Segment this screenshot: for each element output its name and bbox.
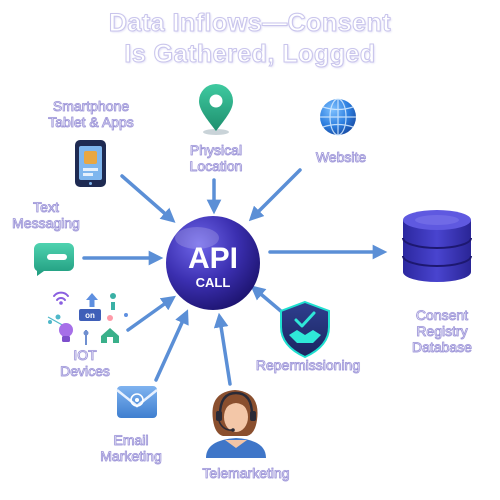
label-telemarketing: Telemarketing <box>202 465 290 482</box>
label-consent-registry-database: Consent Registry Database <box>412 307 473 356</box>
label-smartphone: Smartphone Tablet & Apps <box>48 98 134 131</box>
globe-icon <box>320 98 356 136</box>
title-line-2: Is Gathered, Logged <box>124 40 376 69</box>
arrow-reperm-to-api <box>250 285 284 314</box>
label-iot-devices: IOT Devices <box>60 347 111 380</box>
label-text-messaging: Text Messaging <box>12 199 81 232</box>
headset-agent-icon <box>206 390 266 458</box>
arrow-smartphone-to-api <box>120 174 176 223</box>
smartphone-icon <box>75 140 106 187</box>
label-website: Website <box>315 149 367 166</box>
api-text: API <box>188 242 238 275</box>
label-physical-location: Physical Location <box>189 142 243 175</box>
label-repermissioning: Repermissioning <box>255 357 361 374</box>
call-text: CALL <box>196 275 231 290</box>
chat-bubble-icon <box>34 243 74 276</box>
svg-text:on: on <box>85 311 95 320</box>
arrow-email-to-api <box>154 309 189 382</box>
label-email-marketing: Email Marketing <box>100 432 162 465</box>
database-icon <box>402 210 472 282</box>
arrow-tele-to-api <box>213 312 232 386</box>
api-call-node: API CALL <box>166 216 260 310</box>
arrow-website-to-api <box>248 168 302 222</box>
arrow-iot-to-api <box>126 295 176 332</box>
diagram-title: Data Inflows—Consent Is Gathered, Logged <box>0 8 500 70</box>
handshake-shield-icon <box>280 300 330 359</box>
map-pin-icon <box>199 84 233 135</box>
iot-cluster-icon: on <box>47 291 128 345</box>
envelope-icon <box>116 386 158 418</box>
title-line-1: Data Inflows—Consent <box>108 9 392 38</box>
